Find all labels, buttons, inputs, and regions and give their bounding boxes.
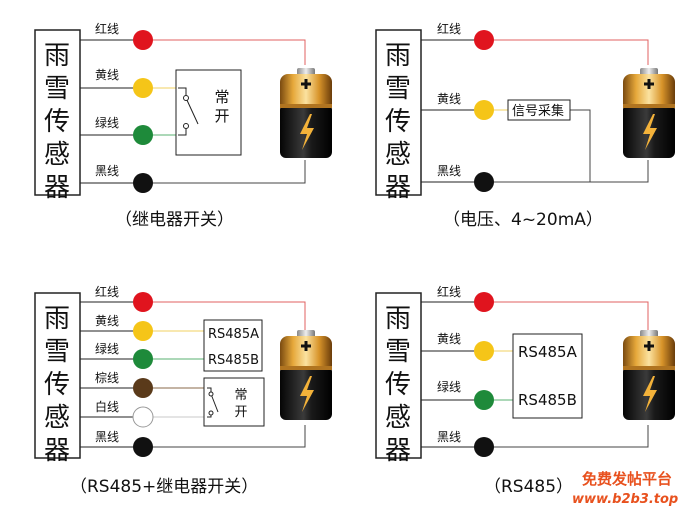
dot-yellow bbox=[474, 100, 494, 120]
label-green: 绿线 bbox=[95, 341, 119, 356]
battery-icon bbox=[278, 328, 334, 422]
caption-rs485: （RS485） bbox=[484, 477, 573, 497]
battery-icon bbox=[278, 66, 334, 160]
sensor-label: 雨雪传感器 bbox=[385, 304, 411, 466]
relay-box bbox=[175, 69, 242, 156]
dot-green bbox=[133, 125, 153, 145]
label-black: 黑线 bbox=[437, 430, 461, 444]
wire-red bbox=[484, 301, 649, 330]
battery-icon bbox=[621, 66, 677, 160]
caption-relay: （继电器开关） bbox=[115, 210, 234, 230]
sensor-box bbox=[34, 29, 81, 196]
label-black: 黑线 bbox=[95, 164, 119, 178]
wire-black bbox=[143, 160, 306, 184]
rs485-b-label: RS485B bbox=[518, 391, 577, 409]
dot-red bbox=[474, 292, 494, 312]
sensor-label-text: 雨雪传感器 bbox=[385, 41, 411, 203]
rs485-box bbox=[203, 319, 263, 372]
dot-black bbox=[474, 172, 494, 192]
dot-white bbox=[132, 406, 154, 428]
battery-icon bbox=[621, 328, 677, 422]
sensor-label: 雨雪传感器 bbox=[44, 41, 70, 203]
relay-label: 常开 bbox=[234, 388, 247, 420]
panel-voltage: 雨雪传感器 信号采集 红线 黄线 黑线 （电压、4~20mA） bbox=[375, 21, 677, 230]
wire-red bbox=[143, 301, 306, 330]
signal-label: 信号采集 bbox=[512, 103, 564, 119]
rs485-box bbox=[512, 333, 583, 419]
sensor-box bbox=[375, 292, 422, 459]
label-yellow: 黄线 bbox=[95, 68, 119, 82]
label-black: 黑线 bbox=[437, 164, 461, 178]
sensor-box bbox=[375, 29, 422, 196]
dot-yellow bbox=[133, 321, 153, 341]
label-red: 红线 bbox=[437, 284, 461, 299]
dot-red bbox=[133, 30, 153, 50]
wire-black bbox=[143, 425, 306, 448]
watermark: 免费发帖平台 www.b2b3.top bbox=[572, 470, 678, 507]
label-red: 红线 bbox=[437, 21, 461, 36]
dot-red bbox=[133, 292, 153, 312]
label-green: 绿线 bbox=[437, 379, 461, 394]
label-brown: 棕线 bbox=[95, 370, 119, 385]
label-yellow: 黄线 bbox=[437, 92, 461, 106]
rs485-a-label: RS485A bbox=[518, 343, 578, 361]
label-red: 红线 bbox=[95, 21, 119, 36]
sensor-label: 雨雪传感器 bbox=[385, 41, 411, 203]
wire-red bbox=[143, 39, 306, 65]
caption-voltage: （电压、4~20mA） bbox=[443, 210, 603, 230]
sensor-label-text: 雨雪传感器 bbox=[385, 304, 411, 466]
rs485-a-label: RS485A bbox=[208, 327, 259, 342]
label-yellow: 黄线 bbox=[95, 314, 119, 328]
dot-black bbox=[133, 173, 153, 193]
dot-red bbox=[474, 30, 494, 50]
dot-brown bbox=[133, 378, 153, 398]
sensor-label-text: 雨雪传感器 bbox=[44, 304, 70, 466]
dot-yellow bbox=[474, 341, 494, 361]
label-white: 白线 bbox=[95, 399, 119, 414]
signal-box bbox=[507, 99, 571, 121]
panel-rs485: 雨雪传感器 RS485A RS485B 红线 黄线 绿线 黑线 （RS485） bbox=[375, 284, 677, 497]
sensor-label-text: 雨雪传感器 bbox=[44, 41, 70, 203]
watermark-line1: 免费发帖平台 bbox=[582, 470, 672, 488]
caption-rs485-relay: （RS485+继电器开关） bbox=[70, 477, 258, 497]
dot-green bbox=[474, 390, 494, 410]
dot-black bbox=[133, 437, 153, 457]
label-yellow: 黄线 bbox=[437, 332, 461, 346]
watermark-line2: www.b2b3.top bbox=[572, 492, 678, 507]
label-black: 黑线 bbox=[95, 430, 119, 444]
wire-black bbox=[484, 160, 649, 183]
panel-relay: 雨雪传感器 常开 红线 黄线 绿线 黑线 （继电器开关） bbox=[34, 21, 334, 230]
dot-yellow bbox=[133, 78, 153, 98]
sensor-box bbox=[34, 292, 81, 459]
dot-black bbox=[474, 437, 494, 457]
relay-label: 常开 bbox=[214, 88, 229, 125]
rs485-b-label: RS485B bbox=[208, 353, 259, 368]
panel-rs485-relay: 雨雪传感器 RS485A RS485B 常开 红线 黄线 绿线 棕线 白线 bbox=[34, 284, 334, 497]
sensor-label: 雨雪传感器 bbox=[44, 304, 70, 466]
label-red: 红线 bbox=[95, 284, 119, 299]
dot-green bbox=[133, 349, 153, 369]
wire-black bbox=[484, 425, 649, 448]
label-green: 绿线 bbox=[95, 115, 119, 130]
wire-red bbox=[484, 39, 649, 65]
